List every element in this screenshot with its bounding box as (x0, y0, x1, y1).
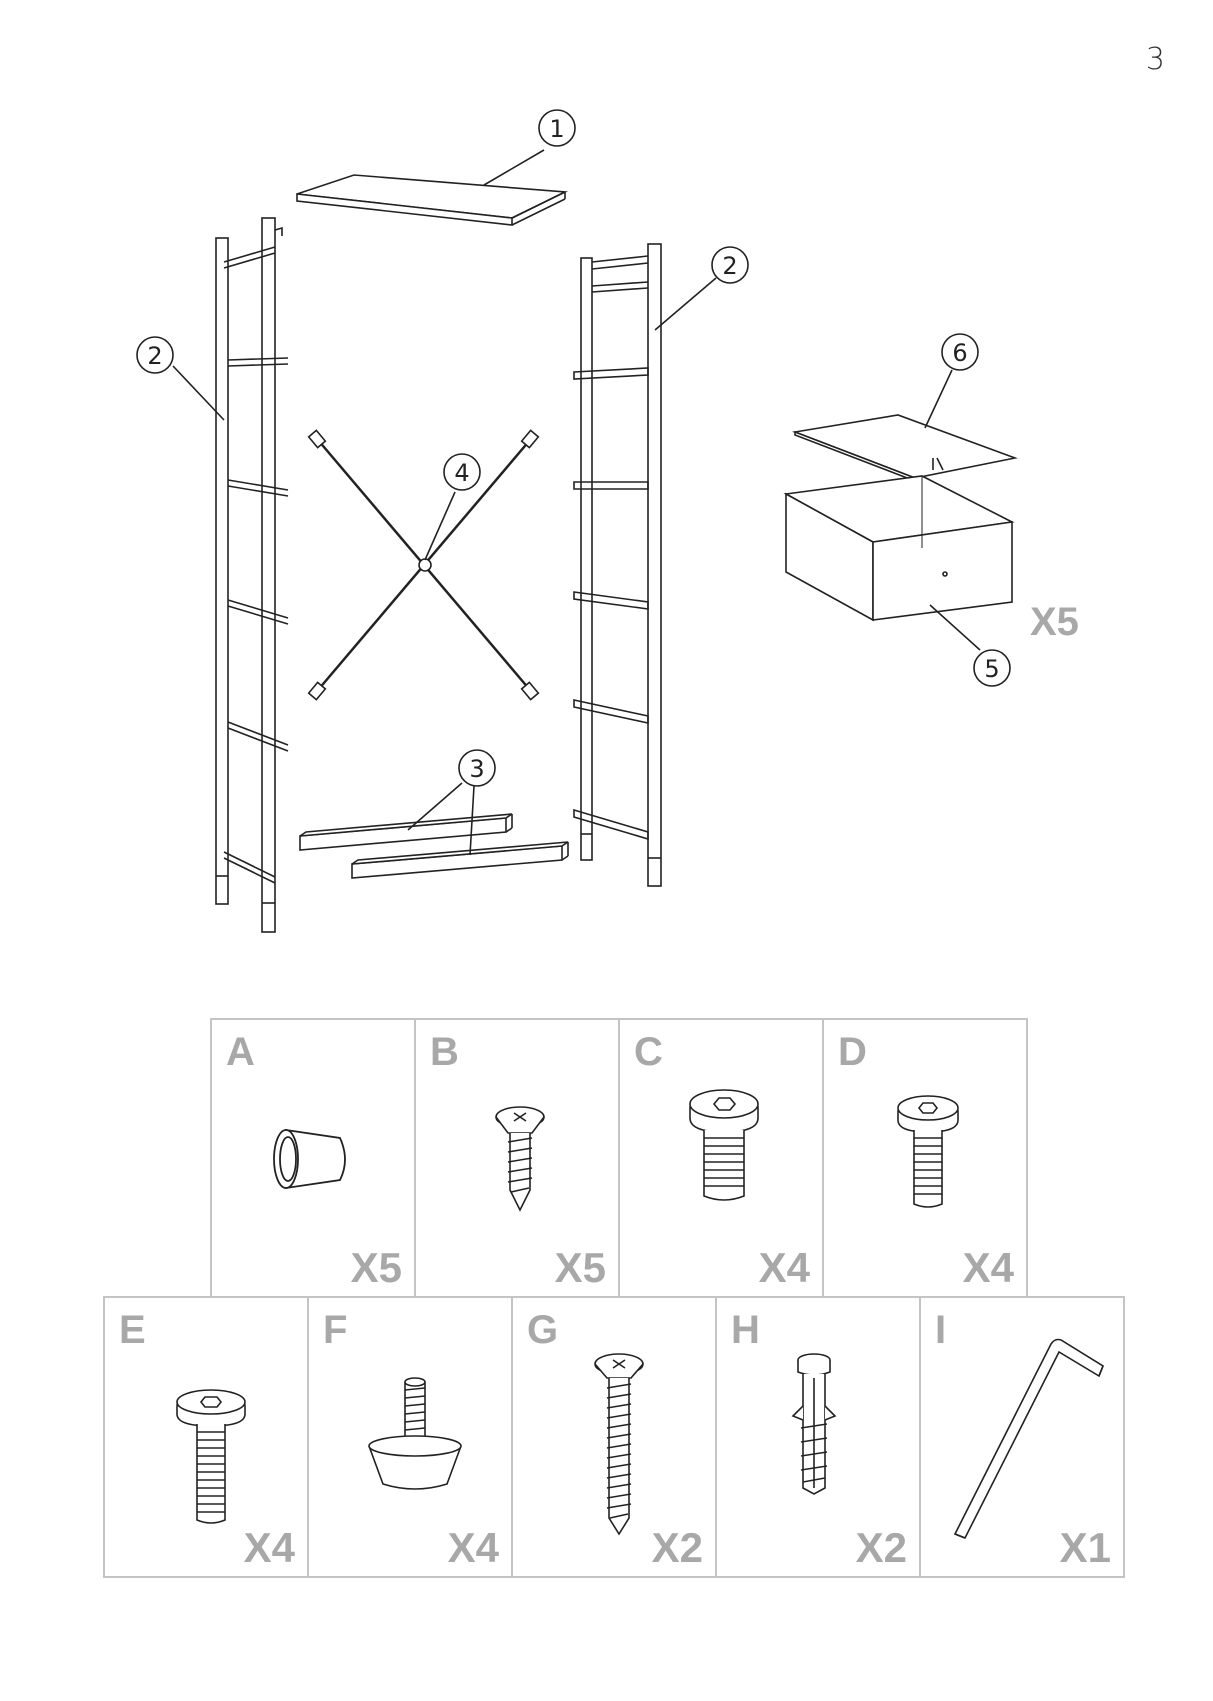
callout-5 (973, 649, 1011, 687)
hardware-cell-h: H X2 (715, 1296, 921, 1578)
part-3-base-bars (299, 813, 569, 879)
hardware-quantity: X2 (855, 1524, 907, 1571)
box-quantity-label: X5 (1030, 600, 1079, 644)
hardware-quantity: X4 (962, 1244, 1014, 1291)
hex-bolt-medium-icon (897, 1095, 959, 1208)
callout-label: 4 (454, 459, 469, 487)
callout-label: 6 (952, 339, 967, 367)
part-1-top-panel (296, 174, 568, 226)
hardware-cell-e: E X4 (103, 1296, 309, 1578)
callout-label: 1 (549, 115, 564, 143)
callout-2-left (136, 336, 174, 374)
allen-key-icon (953, 1338, 1104, 1540)
part-2-right-frame (573, 243, 662, 887)
hardware-quantity: X5 (554, 1244, 606, 1291)
hardware-letter: B (430, 1030, 459, 1074)
callout-label: 3 (469, 755, 484, 783)
hardware-cell-f: F X4 (307, 1296, 513, 1578)
callout-2-right (711, 246, 749, 284)
callout-label: 2 (722, 252, 737, 280)
exploded-parts-drawing: 1 2 2 3 4 5 6 (136, 109, 1018, 933)
hardware-letter: D (838, 1030, 867, 1074)
hardware-cell-b: B X5 (414, 1018, 620, 1298)
hardware-quantity: X5 (350, 1244, 402, 1291)
adjustable-foot-icon (368, 1377, 462, 1490)
callout-3 (458, 749, 496, 787)
hex-bolt-short-icon (689, 1089, 759, 1201)
hardware-letter: G (527, 1308, 559, 1352)
hardware-quantity: X1 (1059, 1524, 1111, 1571)
hardware-letter: E (119, 1308, 146, 1352)
callout-label: 5 (984, 655, 999, 683)
page-number: 3 (1145, 42, 1165, 77)
hardware-letter: H (731, 1308, 760, 1352)
hardware-cell-g: G X2 (511, 1296, 717, 1578)
callout-label: 2 (147, 342, 162, 370)
hardware-quantity: X4 (758, 1244, 810, 1291)
callout-4 (443, 453, 481, 491)
callout-1 (538, 109, 576, 147)
hardware-quantity: X4 (243, 1524, 295, 1571)
hardware-letter: C (634, 1030, 663, 1074)
hardware-cell-a: A X5 (210, 1018, 416, 1298)
part-2-left-frame (215, 217, 289, 933)
hardware-quantity: X2 (651, 1524, 703, 1571)
hardware-cell-d: D X4 (822, 1018, 1028, 1298)
hardware-cell-c: C X4 (618, 1018, 824, 1298)
hardware-letter: I (935, 1308, 947, 1352)
hardware-quantity: X4 (447, 1524, 499, 1571)
part-6-lid (791, 414, 1018, 483)
wood-screw-icon (495, 1106, 545, 1212)
long-wood-screw-icon (594, 1353, 644, 1536)
part-5-box (783, 475, 1015, 622)
wall-plug-icon (791, 1353, 837, 1495)
hex-bolt-long-icon (176, 1389, 246, 1524)
hardware-cell-i: I X1 (919, 1296, 1125, 1578)
rubber-cap-icon (273, 1128, 346, 1190)
part-4-cross-brace (307, 429, 540, 701)
hardware-letter: A (226, 1030, 255, 1074)
hardware-letter: F (323, 1308, 348, 1352)
callout-6 (941, 333, 979, 371)
